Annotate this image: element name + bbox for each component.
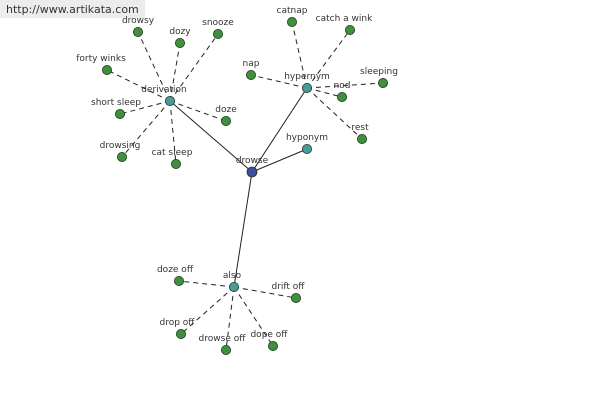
node-drowse[interactable]: drowse [236, 156, 269, 178]
node-dot-drowse[interactable] [246, 166, 258, 178]
node-label-short-sleep[interactable]: short sleep [91, 98, 141, 108]
graph-edges [106, 21, 384, 351]
node-forty-winks[interactable]: forty winks [76, 54, 126, 76]
node-label-drowse[interactable]: drowse [236, 156, 269, 166]
edge-derivation-drowsing [121, 100, 171, 158]
node-cat-sleep[interactable]: cat sleep [152, 148, 193, 169]
edge-also-doze-off [178, 280, 235, 288]
edge-hypernym-sleeping [306, 82, 384, 89]
node-dot-cat-sleep[interactable] [170, 158, 181, 169]
edge-hypernym-catch-a-wink [306, 29, 351, 89]
node-label-hyponym[interactable]: hyponym [286, 133, 328, 143]
node-also[interactable]: also [223, 271, 242, 292]
edge-drowse-hypernym [251, 87, 308, 173]
node-doze-off[interactable]: doze off [157, 265, 194, 286]
edge-derivation-doze [169, 100, 227, 122]
node-doze[interactable]: doze [215, 105, 237, 127]
node-drop-off[interactable]: drop off [159, 318, 195, 339]
edge-drowse-derivation [169, 100, 253, 173]
edge-hypernym-rest [306, 87, 363, 140]
node-label-doze[interactable]: doze [215, 105, 237, 115]
edge-derivation-drowsy [137, 31, 171, 102]
node-catch-a-wink[interactable]: catch a wink [316, 14, 373, 35]
node-dot-snooze[interactable] [212, 28, 223, 39]
edge-also-drift-off [233, 286, 297, 299]
node-dot-catch-a-wink[interactable] [344, 24, 355, 35]
node-dot-nap[interactable] [245, 70, 256, 81]
node-hypernym[interactable]: hypernym [284, 72, 330, 94]
node-label-snooze[interactable]: snooze [202, 18, 234, 28]
node-dot-derivation[interactable] [164, 96, 175, 107]
node-dot-catnap[interactable] [286, 16, 297, 27]
edge-hypernym-nap [250, 74, 308, 89]
edge-drowse-also [233, 171, 253, 288]
node-dot-nod[interactable] [336, 92, 347, 103]
node-dot-drowsy[interactable] [132, 26, 143, 37]
node-label-doze-off[interactable]: doze off [157, 265, 194, 275]
node-dot-short-sleep[interactable] [115, 109, 126, 120]
node-dot-rest[interactable] [356, 133, 367, 144]
node-label-rest[interactable]: rest [351, 123, 369, 133]
edge-also-drop-off [180, 286, 235, 335]
edge-derivation-cat-sleep [169, 100, 177, 165]
node-label-catch-a-wink[interactable]: catch a wink [316, 14, 373, 24]
node-dot-dope-off[interactable] [267, 340, 278, 351]
node-label-drift-off[interactable]: drift off [271, 282, 305, 292]
node-dot-dozy[interactable] [174, 38, 185, 49]
node-dozy[interactable]: dozy [169, 27, 191, 49]
node-nap[interactable]: nap [243, 59, 260, 81]
node-label-cat-sleep[interactable]: cat sleep [152, 148, 193, 158]
node-dot-hyponym[interactable] [301, 143, 312, 154]
node-drowsy[interactable]: drowsy [122, 16, 155, 37]
node-label-dozy[interactable]: dozy [169, 27, 191, 37]
site-watermark[interactable]: http://www.artikata.com [0, 0, 145, 18]
node-derivation[interactable]: derivation [141, 85, 187, 107]
node-label-drowsing[interactable]: drowsing [100, 141, 141, 151]
node-label-nap[interactable]: nap [243, 59, 260, 69]
node-label-catnap[interactable]: catnap [277, 6, 308, 16]
node-label-nod[interactable]: nod [334, 81, 351, 91]
node-dot-also[interactable] [228, 281, 239, 292]
node-drowse-off[interactable]: drowse off [199, 334, 247, 355]
node-dot-forty-winks[interactable] [102, 65, 113, 76]
node-label-sleeping[interactable]: sleeping [360, 67, 398, 77]
node-dot-doze-off[interactable] [173, 275, 184, 286]
node-sleeping[interactable]: sleeping [360, 67, 398, 89]
node-snooze[interactable]: snooze [202, 18, 234, 39]
node-dot-drowsing[interactable] [117, 151, 128, 162]
edge-drowse-hyponym [251, 148, 308, 173]
node-label-also[interactable]: also [223, 271, 242, 281]
edge-derivation-forty-winks [106, 69, 171, 102]
graph-nodes: drowse derivation hypernym hyponym also drows… [76, 6, 398, 355]
node-dope-off[interactable]: dope off [250, 330, 288, 351]
node-label-drowse-off[interactable]: drowse off [199, 334, 247, 344]
node-dot-sleeping[interactable] [377, 78, 388, 89]
node-dot-doze[interactable] [220, 116, 231, 127]
node-label-drop-off[interactable]: drop off [159, 318, 195, 328]
edge-also-dope-off [233, 286, 274, 347]
node-catnap[interactable]: catnap [277, 6, 308, 27]
node-dot-hypernym[interactable] [301, 83, 312, 94]
node-label-drowsy[interactable]: drowsy [122, 16, 155, 26]
node-dot-drift-off[interactable] [290, 292, 301, 303]
edge-also-drowse-off [225, 286, 235, 351]
node-dot-drop-off[interactable] [175, 328, 186, 339]
node-label-dope-off[interactable]: dope off [250, 330, 288, 340]
node-label-derivation[interactable]: derivation [141, 85, 187, 95]
node-nod[interactable]: nod [334, 81, 351, 103]
node-hyponym[interactable]: hyponym [286, 133, 328, 154]
node-label-hypernym[interactable]: hypernym [284, 72, 330, 82]
edge-derivation-dozy [169, 42, 181, 102]
edge-hypernym-nod [306, 87, 343, 98]
node-drift-off[interactable]: drift off [271, 282, 305, 303]
edge-derivation-snooze [169, 33, 219, 102]
node-label-forty-winks[interactable]: forty winks [76, 54, 126, 64]
node-rest[interactable]: rest [351, 123, 369, 144]
node-dot-drowse-off[interactable] [220, 344, 231, 355]
node-short-sleep[interactable]: short sleep [91, 98, 141, 120]
node-drowsing[interactable]: drowsing [100, 141, 141, 162]
edge-hypernym-catnap [291, 21, 308, 89]
